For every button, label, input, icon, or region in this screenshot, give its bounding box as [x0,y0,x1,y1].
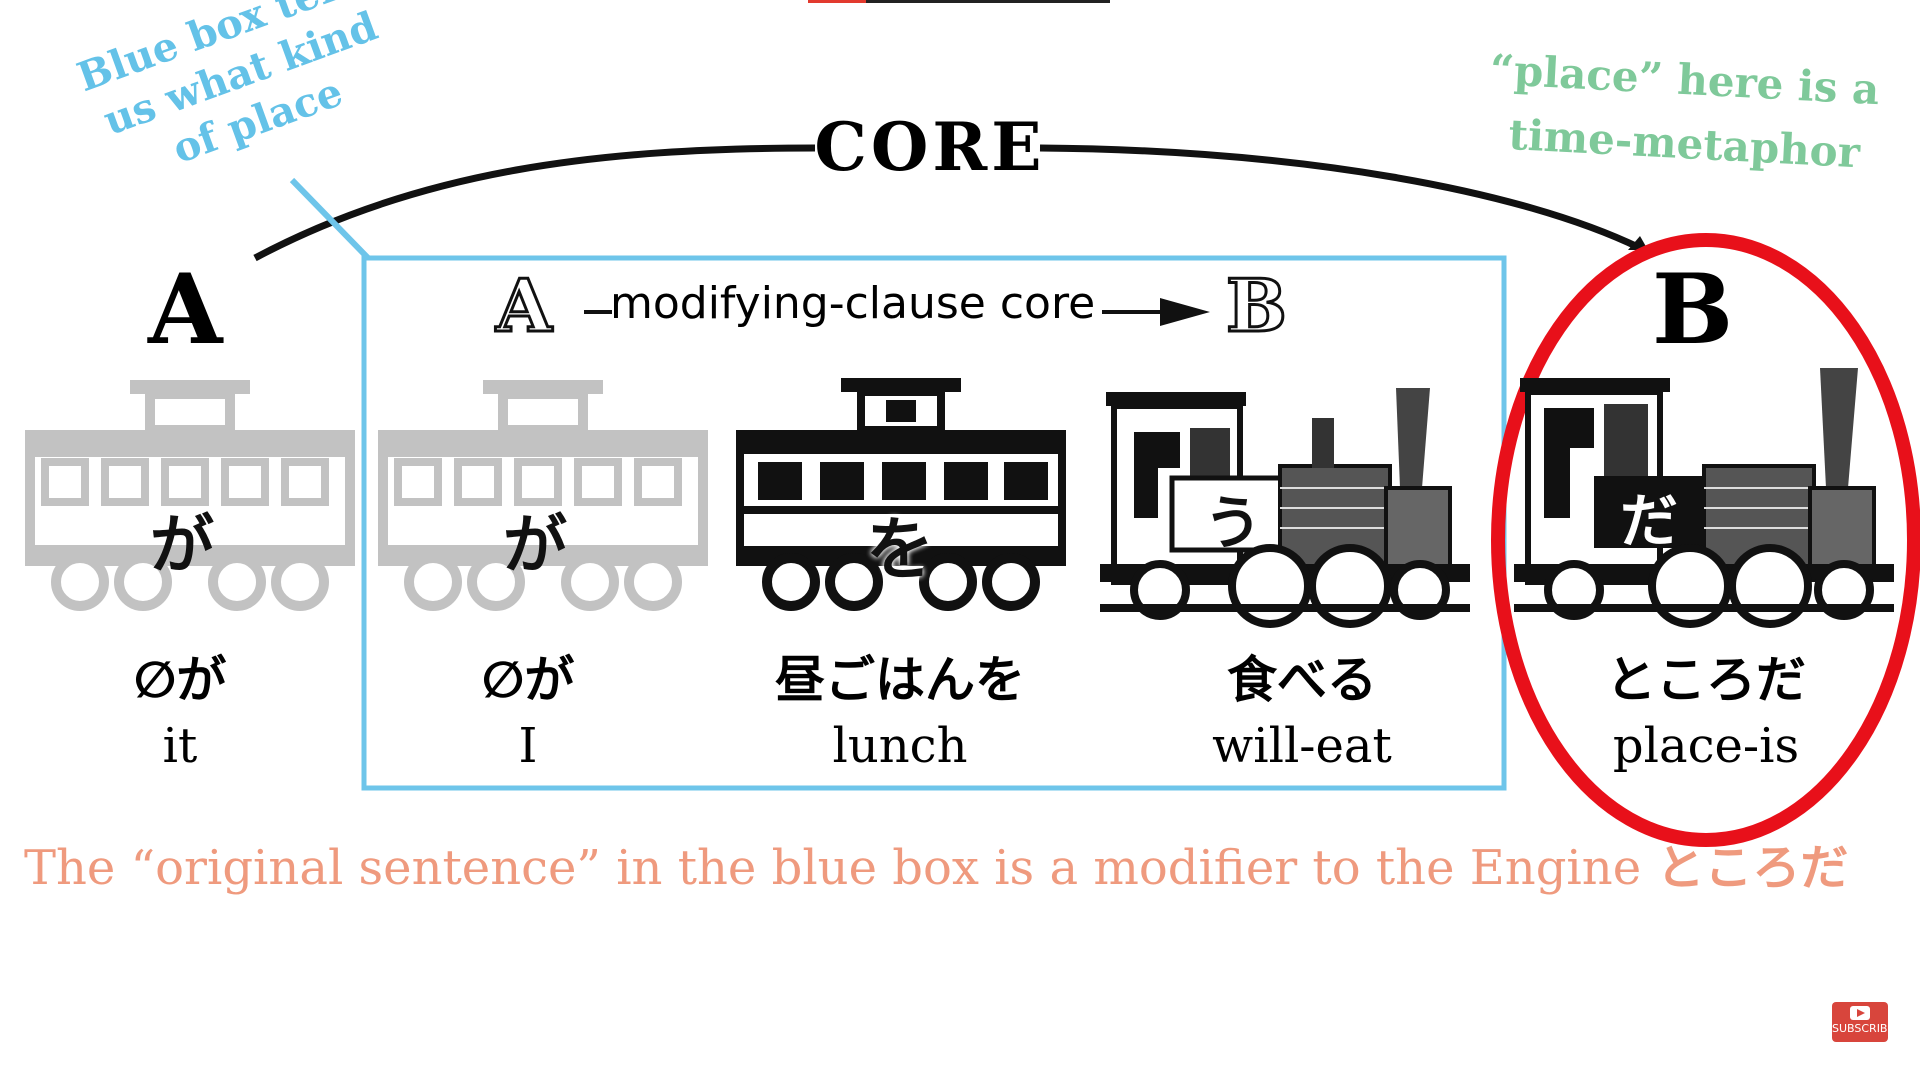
word-jp-5: ところだ [1606,651,1806,709]
subscribe-label: SUBSCRIBE [1832,1022,1895,1035]
video-progress-bar[interactable] [808,0,1110,3]
car-kana-4: う [1204,489,1263,557]
word-en-5: place-is [1612,718,1800,774]
clause-letter-b: B [1225,263,1289,348]
core-label: CORE [814,108,1046,186]
core-arc-left [253,144,816,262]
train-car-black [736,378,1066,611]
word-jp-3: 昼ごはんを [775,651,1025,709]
word-en-1: it [162,718,198,774]
bottom-note: The “original sentence” in the blue box … [24,828,1848,898]
car-kana-1: が [150,509,214,583]
car-kana-5: だ [1620,487,1679,555]
subscribe-button[interactable]: SUBSCRIBE [1832,1002,1895,1042]
train-car-gray-1 [25,380,355,611]
clause-text: modifying-clause core [610,278,1096,329]
video-progress-fill [808,0,866,3]
letter-b: B [1652,253,1734,366]
word-en-3: lunch [832,718,968,774]
locomotive-engine-2 [1514,368,1894,628]
annotation-time-metaphor: “place” here is a time-metaphor [1485,38,1881,186]
play-icon [1850,1006,1870,1020]
annotation-pointer [289,177,371,261]
engine-highlight-circle [1491,233,1920,847]
letter-a: A [148,253,223,366]
locomotive-engine-1 [1100,388,1470,628]
car-kana-3: を [866,511,935,590]
core-arc-right [1039,144,1642,252]
word-jp-2: ∅が [481,651,575,709]
word-en-2: I [518,718,538,774]
bottom-note-text: The “original sentence” in the blue box … [24,840,1657,896]
word-jp-4: 食べる [1227,651,1377,709]
word-jp-1: ∅が [133,651,227,709]
clause-letter-a: A [495,263,554,348]
bottom-note-jp: ところだ [1656,840,1849,896]
car-kana-2: が [503,509,567,583]
train-car-gray-2 [378,380,708,611]
clause-arrowhead [1160,298,1210,326]
word-en-4: will-eat [1212,718,1392,774]
